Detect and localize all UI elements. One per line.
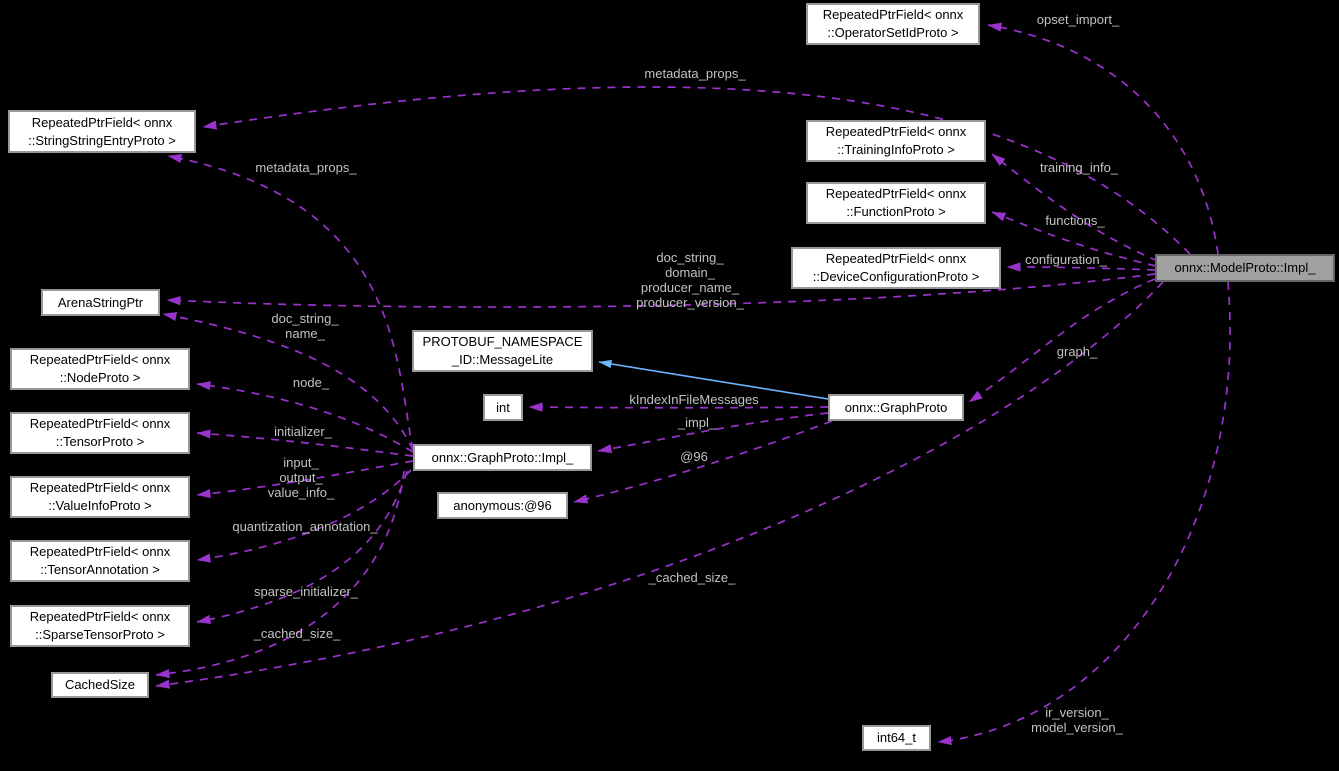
node-protobuf-messagelite[interactable]: PROTOBUF_NAMESPACE _ID::MessageLite bbox=[412, 330, 593, 372]
node-repeatedptrfield-valueinfoproto[interactable]: RepeatedPtrField< onnx ::ValueInfoProto … bbox=[10, 476, 190, 518]
node-cachedsize[interactable]: CachedSize bbox=[51, 672, 149, 698]
node-repeatedptrfield-stringstringentryproto[interactable]: RepeatedPtrField< onnx ::StringStringEnt… bbox=[8, 110, 196, 153]
node-label: ::DeviceConfigurationProto > bbox=[812, 269, 980, 284]
node-label: ::NodeProto > bbox=[59, 370, 141, 385]
edge-label-opset-import: opset_import_ bbox=[1036, 12, 1120, 27]
edge-label-metadata-props-left: metadata_props_ bbox=[255, 160, 357, 175]
edge-cached-size-mid bbox=[155, 281, 1164, 689]
node-label: PROTOBUF_NAMESPACE bbox=[422, 334, 583, 349]
node-repeatedptrfield-nodeproto[interactable]: RepeatedPtrField< onnx ::NodeProto > bbox=[10, 348, 190, 390]
edge-kindexinfilemessages bbox=[528, 402, 829, 412]
node-label: RepeatedPtrField< onnx bbox=[29, 480, 171, 495]
node-label: ::StringStringEntryProto > bbox=[28, 132, 176, 148]
node-label: CachedSize bbox=[64, 677, 136, 692]
edge-label-cached-size-left: _cached_size_ bbox=[253, 626, 341, 641]
node-label: RepeatedPtrField< onnx bbox=[31, 114, 173, 130]
node-label: onnx::ModelProto::Impl_ bbox=[1174, 260, 1316, 275]
edge-label-quantization-annotation: quantization_annotation_ bbox=[232, 519, 378, 534]
edge-label-configuration: configuration_ bbox=[1025, 252, 1107, 267]
edge-inheritance-messagelite bbox=[598, 359, 829, 400]
edge-label-versions: ir_version_ model_version_ bbox=[1031, 705, 1123, 735]
edge-at96 bbox=[573, 420, 833, 504]
node-label: int64_t bbox=[876, 730, 917, 745]
edge-functions bbox=[991, 211, 1157, 267]
edge-label-kindexinfilemessages: kIndexInFileMessages bbox=[629, 392, 759, 407]
edge-opset-import bbox=[987, 22, 1219, 255]
edge-label-initializer: initializer_ bbox=[274, 424, 332, 439]
node-modelproto-impl[interactable]: onnx::ModelProto::Impl_ bbox=[1155, 254, 1335, 282]
edge-label-graph-strings: doc_string_ name_ bbox=[271, 311, 339, 341]
node-repeatedptrfield-traininginfoproto[interactable]: RepeatedPtrField< onnx ::TrainingInfoPro… bbox=[806, 120, 986, 162]
edge-sparse-initializer bbox=[196, 470, 408, 624]
node-label: RepeatedPtrField< onnx bbox=[825, 124, 967, 139]
edge-label-model-strings: doc_string_ domain_ producer_name_ produ… bbox=[636, 250, 744, 310]
edge-label-sparse-initializer: sparse_initializer_ bbox=[253, 584, 359, 599]
edge-impl bbox=[597, 412, 829, 454]
node-int[interactable]: int bbox=[483, 394, 523, 421]
node-label: _ID::MessageLite bbox=[451, 352, 554, 367]
node-repeatedptrfield-tensorproto[interactable]: RepeatedPtrField< onnx ::TensorProto > bbox=[10, 412, 190, 454]
edge-cached-size-left bbox=[155, 470, 405, 679]
edge-label-training-info: training_info_ bbox=[1039, 160, 1119, 175]
node-label: RepeatedPtrField< onnx bbox=[29, 352, 171, 367]
node-repeatedptrfield-deviceconfigurationproto[interactable]: RepeatedPtrField< onnx ::DeviceConfigura… bbox=[791, 247, 1001, 289]
node-label: int bbox=[496, 399, 510, 415]
edge-graph bbox=[968, 278, 1156, 403]
node-label: ::OperatorSetIdProto > bbox=[827, 25, 959, 40]
edge-model-strings bbox=[166, 273, 1156, 308]
edge-configuration bbox=[1006, 262, 1156, 272]
node-label: ::TrainingInfoProto > bbox=[837, 142, 955, 157]
node-repeatedptrfield-tensorannotation[interactable]: RepeatedPtrField< onnx ::TensorAnnotatio… bbox=[10, 540, 190, 582]
node-label: ::FunctionProto > bbox=[846, 204, 946, 219]
node-repeatedptrfield-functionproto[interactable]: RepeatedPtrField< onnx ::FunctionProto > bbox=[806, 182, 986, 224]
edge-graph-strings bbox=[162, 312, 414, 451]
node-label: ::TensorAnnotation > bbox=[40, 562, 160, 577]
node-label: onnx::GraphProto::Impl_ bbox=[431, 449, 574, 465]
edge-metadata-props-left bbox=[167, 154, 414, 451]
node-label: RepeatedPtrField< onnx bbox=[822, 7, 964, 22]
edge-label-functions: functions_ bbox=[1045, 213, 1105, 228]
node-label: RepeatedPtrField< onnx bbox=[825, 251, 967, 266]
node-label: ::TensorProto > bbox=[55, 434, 145, 449]
node-label: onnx::GraphProto bbox=[844, 399, 948, 415]
node-label: RepeatedPtrField< onnx bbox=[29, 416, 171, 431]
edge-label-metadata-props-top: metadata_props_ bbox=[644, 66, 746, 81]
node-label: RepeatedPtrField< onnx bbox=[825, 186, 967, 201]
node-label: ::ValueInfoProto > bbox=[48, 498, 152, 513]
node-repeatedptrfield-operatorsetidproto[interactable]: RepeatedPtrField< onnx ::OperatorSetIdPr… bbox=[806, 3, 980, 45]
edge-label-cached-size-mid: _cached_size_ bbox=[648, 570, 736, 585]
edge-initializer bbox=[196, 429, 414, 457]
edge-label-node: node_ bbox=[292, 375, 330, 390]
node-arenastringptr[interactable]: ArenaStringPtr bbox=[41, 289, 160, 316]
node-label: ArenaStringPtr bbox=[57, 294, 144, 310]
node-label: RepeatedPtrField< onnx bbox=[29, 544, 171, 559]
node-anonymous-at96[interactable]: anonymous:@96 bbox=[437, 492, 568, 519]
edge-label-io: input_ output_ value_info_ bbox=[267, 455, 335, 500]
node-graphproto[interactable]: onnx::GraphProto bbox=[828, 394, 964, 421]
node-label: RepeatedPtrField< onnx bbox=[29, 609, 171, 624]
edge-label-impl: _impl_ bbox=[677, 415, 717, 430]
edge-label-graph: graph_ bbox=[1056, 344, 1098, 359]
edge-label-at96: @96 bbox=[680, 449, 708, 464]
node-label: anonymous:@96 bbox=[453, 497, 552, 513]
node-label: ::SparseTensorProto > bbox=[35, 627, 165, 642]
edge-node bbox=[196, 381, 414, 453]
node-graphproto-impl[interactable]: onnx::GraphProto::Impl_ bbox=[413, 444, 592, 471]
edge-training-info bbox=[991, 153, 1159, 262]
edge-quantization-annotation bbox=[196, 469, 412, 563]
edge-metadata-props-top bbox=[202, 86, 1191, 255]
node-repeatedptrfield-sparsetensorproto[interactable]: RepeatedPtrField< onnx ::SparseTensorPro… bbox=[10, 605, 190, 647]
node-int64-t[interactable]: int64_t bbox=[862, 725, 931, 751]
